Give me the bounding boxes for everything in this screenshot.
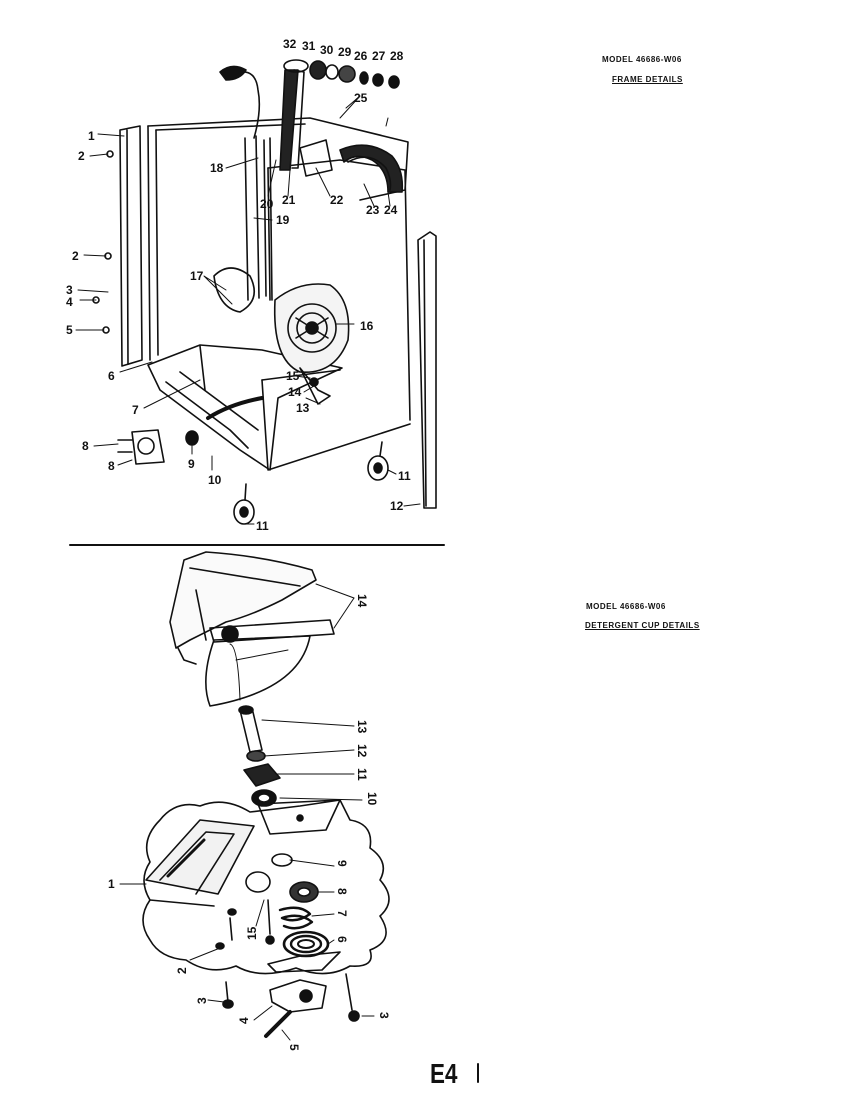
callout-label: 25 bbox=[354, 91, 368, 105]
callout-label: 13 bbox=[296, 401, 310, 415]
callout-label: 14 bbox=[355, 594, 369, 608]
callout-label: 14 bbox=[288, 385, 302, 399]
callout-label: 6 bbox=[335, 936, 349, 943]
callout-label: 28 bbox=[390, 49, 404, 63]
callout-label: 18 bbox=[210, 161, 224, 175]
callout-label: 24 bbox=[384, 203, 398, 217]
callout-label: 19 bbox=[276, 213, 290, 227]
callout-label: 10 bbox=[365, 792, 379, 806]
callout-label: 31 bbox=[302, 39, 316, 53]
bottom-model-label: MODEL 46686-W06 bbox=[586, 602, 666, 611]
callout-label: 11 bbox=[398, 469, 411, 483]
frame-assembly bbox=[92, 59, 437, 525]
callout-label: 20 bbox=[260, 197, 274, 211]
callout-label: 8 bbox=[335, 888, 349, 895]
callout-label: 15 bbox=[245, 926, 259, 940]
callout-label: 1 bbox=[108, 877, 115, 891]
callout-label: 1 bbox=[88, 129, 95, 143]
callout-label: 6 bbox=[108, 369, 115, 383]
callout-label: 7 bbox=[335, 910, 349, 917]
callout-label: 12 bbox=[390, 499, 404, 513]
callout-label: 13 bbox=[355, 720, 369, 734]
callout-label: 9 bbox=[335, 860, 349, 867]
callout-label: 4 bbox=[66, 295, 73, 309]
callout-label: 5 bbox=[287, 1044, 301, 1051]
bottom-leaders bbox=[119, 583, 375, 1041]
callout-label: 32 bbox=[283, 37, 297, 51]
callout-label: 30 bbox=[320, 43, 334, 57]
page-number: E4 bbox=[430, 1058, 458, 1089]
callout-label: 7 bbox=[132, 403, 139, 417]
callout-label: 29 bbox=[338, 45, 352, 59]
callout-label: 17 bbox=[190, 269, 204, 283]
callout-label: 11 bbox=[355, 768, 369, 781]
callout-label: 12 bbox=[355, 744, 369, 758]
callout-label: 27 bbox=[372, 49, 386, 63]
callout-label: 15 bbox=[286, 369, 300, 383]
callout-label: 3 bbox=[195, 997, 209, 1004]
callout-label: 21 bbox=[282, 193, 296, 207]
callout-label: 23 bbox=[366, 203, 380, 217]
callout-label: 4 bbox=[237, 1017, 251, 1024]
callout-label: 5 bbox=[66, 323, 73, 337]
callout-label: 10 bbox=[208, 473, 222, 487]
top-leaders bbox=[75, 95, 421, 525]
callout-label: 8 bbox=[82, 439, 89, 453]
callout-label: 2 bbox=[78, 149, 85, 163]
detergent-cup-assembly bbox=[142, 551, 390, 1038]
top-model-label: MODEL 46686-W06 bbox=[602, 55, 682, 64]
callout-label: 2 bbox=[72, 249, 79, 263]
bottom-subtitle: DETERGENT CUP DETAILS bbox=[585, 621, 700, 630]
callout-label: 22 bbox=[330, 193, 344, 207]
top-subtitle: FRAME DETAILS bbox=[612, 75, 683, 84]
callout-label: 2 bbox=[175, 967, 189, 974]
callout-label: 26 bbox=[354, 49, 368, 63]
callout-label: 11 bbox=[256, 519, 269, 533]
callout-label: 9 bbox=[188, 457, 195, 471]
bottom-callout-labels: 1 2 3 3 4 5 6 7 8 9 10 11 12 13 14 15 bbox=[108, 594, 391, 1051]
callout-label: 3 bbox=[377, 1012, 391, 1019]
top-callout-labels: 1 2 2 3 4 5 6 7 8 8 9 10 11 11 12 13 14 … bbox=[66, 37, 411, 533]
callout-label: 3 bbox=[66, 283, 73, 297]
callout-label: 16 bbox=[360, 319, 374, 333]
callout-label: 8 bbox=[108, 459, 115, 473]
